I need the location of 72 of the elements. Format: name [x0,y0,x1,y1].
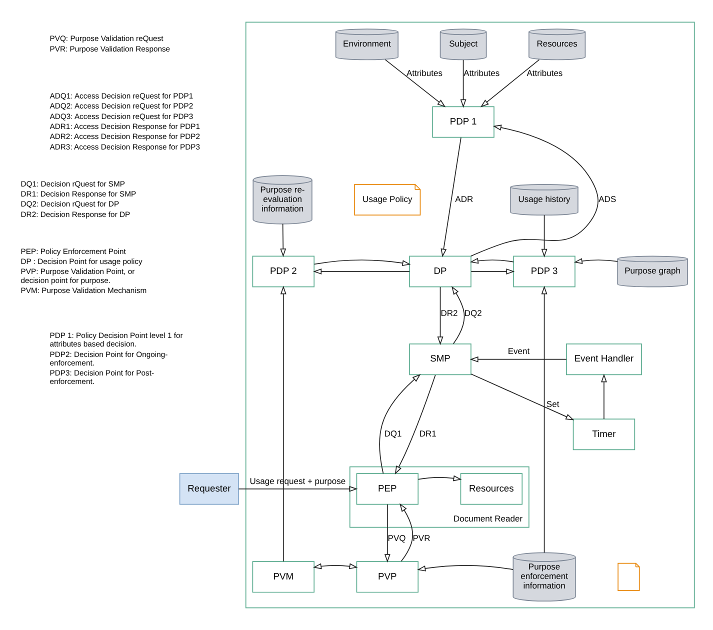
label: ADQ3: Access Decision reQuest for PDP3 [50,112,194,121]
edge-label: Event [508,346,530,356]
label: PDP2: Decision Point for Ongoing-enforcement. [50,350,168,368]
arrow [480,59,540,108]
edge-label: Attributes [406,68,442,78]
label: PVM: Purpose Validation Mechanism [20,286,147,295]
label: DQ1: Decision rQuest for SMP [20,179,126,188]
label: DP : Decision Point for usage policy [20,257,142,266]
label: ADQ2: Access Decision reQuest for PDP2 [50,102,194,111]
arrow [440,137,462,258]
node-box: Requester [179,473,240,505]
edge-label: ADS [598,194,616,204]
edge-label: DQ1 [384,428,402,438]
arrow [437,286,444,346]
arrow [600,374,607,420]
node-box: Timer [572,418,636,450]
arrow [379,374,421,474]
arrow [238,486,358,492]
label: ADR1: Access Decision Response for PDP1 [50,122,200,131]
arrow [541,214,548,258]
edge-label: ADR [455,194,474,204]
node-box: PDP 1 [432,106,494,138]
label: DR2: Decision Response for DP [20,210,130,219]
label: PDP 1: Policy Decision Point level 1 for attributes based decision. [50,331,183,349]
arrow [394,374,436,474]
arrow [470,356,567,362]
arrow [384,59,446,108]
node-box: PDP 2 [252,256,314,288]
label: PVQ: Purpose Validation reQuest [50,34,164,44]
label: PVP: Purpose Validation Point, or decision point for purpose. [20,267,135,285]
arrow [470,258,514,264]
edge-label: DR2 [440,308,458,318]
arrow [418,475,462,482]
label: DQ2: Decision rQuest for DP [20,200,120,209]
node-box: DP [409,256,472,288]
node-box: PEP [356,473,419,505]
node-box: PVP [356,561,419,593]
node-box: Resources [460,473,523,505]
edge-label: Set [546,399,560,410]
label: ADR2: Access Decision Response for PDP2 [50,132,200,142]
arrow [460,59,466,108]
arrow [541,286,548,554]
label: PVR: Purpose Validation Response [50,44,170,54]
edge-label: Attributes [464,68,500,78]
arrow [470,374,574,420]
edge-label: Attributes [526,68,563,78]
label: ADR3: Access Decision Response for PDP3 [50,142,200,152]
label: ADQ1: Access Decision reQuest for PDP1 [50,91,194,100]
edge-label: PVQ [388,532,406,543]
arrow [313,268,410,274]
node-box: Event Handler [566,344,642,376]
arrow [574,258,618,264]
edge-label: DQ2 [464,308,482,318]
edge-label: PVR [412,532,430,543]
arrow [313,563,358,570]
arrow [452,286,465,344]
label: PEP: Policy Enforcement Point [20,246,126,256]
arrow [417,565,514,572]
arrow [280,286,286,562]
arrow [384,504,390,563]
arrow [400,503,414,562]
arrow [280,224,286,258]
cluster [245,22,695,608]
arrow [470,268,515,274]
label: DR1: Decision Response for SMP [20,190,136,198]
edge-label: DR1 [419,428,436,438]
node-box: SMP [409,344,472,376]
node-box: PVM [252,561,314,593]
arrow [470,124,598,256]
arrow [314,260,411,266]
label: PDP3: Decision Point for Post-enforcement. [50,368,154,386]
node-box: PDP 3 [513,256,576,288]
